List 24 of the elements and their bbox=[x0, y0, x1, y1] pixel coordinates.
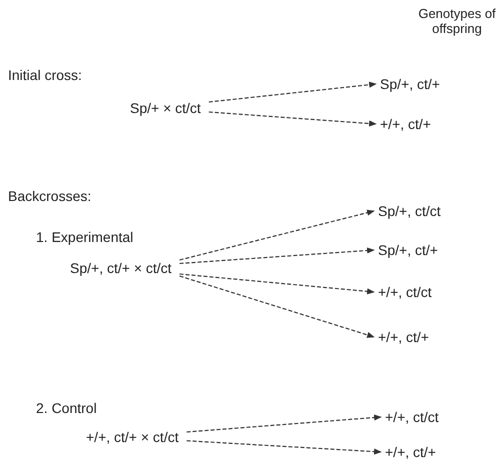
offspring-genotype-text: +/+, ct/ct bbox=[385, 408, 439, 426]
offspring-genotype-text: Sp/+, ct/ct bbox=[378, 202, 441, 220]
dashed-arrow bbox=[208, 82, 377, 103]
section-label: Backcrosses: bbox=[8, 187, 92, 205]
dashed-arrow bbox=[179, 275, 375, 338]
offspring-genotype-text: Sp/+, ct/+ bbox=[380, 75, 440, 93]
heading: Genotypes of offspring bbox=[418, 6, 496, 36]
dashed-arrow bbox=[208, 111, 377, 127]
cross-genotype-text: Sp/+, ct/+ × ct/ct bbox=[70, 259, 172, 277]
offspring-genotype-text: +/+, ct/+ bbox=[378, 328, 429, 346]
cross-genotype-text: Sp/+ × ct/ct bbox=[130, 99, 201, 117]
dashed-arrow bbox=[180, 247, 375, 264]
offspring-genotype-text: +/+, ct/+ bbox=[380, 115, 431, 133]
offspring-genotype-text: +/+, ct/+ bbox=[385, 443, 436, 461]
subsection-label: 1. Experimental bbox=[36, 228, 134, 246]
dashed-arrow bbox=[186, 440, 382, 455]
dashed-arrow bbox=[186, 414, 382, 433]
dashed-arrow bbox=[179, 210, 375, 261]
subsection-label: 2. Control bbox=[36, 399, 97, 417]
offspring-genotype-text: +/+, ct/ct bbox=[378, 283, 432, 301]
cross-genotype-text: +/+, ct/+ × ct/ct bbox=[86, 428, 179, 446]
section-label: Initial cross: bbox=[8, 66, 82, 84]
dashed-arrow bbox=[180, 273, 375, 294]
offspring-genotype-text: Sp/+, ct/+ bbox=[378, 241, 438, 259]
